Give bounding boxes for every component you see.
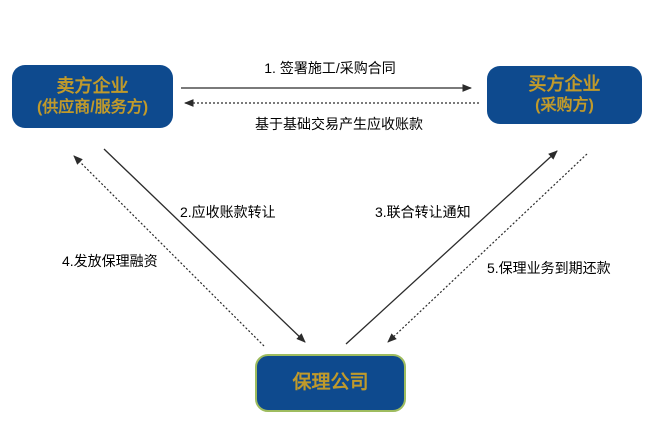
factoring-company-label: 保理公司 (292, 372, 369, 393)
edge-label-receivable-generated: 基于基础交易产生应收账款 (255, 116, 423, 132)
seller-node-subtitle: (供应商/服务方) (36, 98, 149, 116)
edge-label-maturity-repayment: 5.保理业务到期还款 (487, 260, 611, 276)
seller-node: 卖方企业 (供应商/服务方) (12, 65, 173, 128)
edge-label-joint-transfer-notice: 3.联合转让通知 (375, 204, 471, 220)
factoring-company-node: 保理公司 (255, 354, 406, 412)
buyer-node: 买方企业 (采购方) (487, 66, 642, 124)
arrow-receivable-transfer (103, 148, 306, 343)
seller-node-title: 卖方企业 (56, 75, 129, 96)
edge-label-factoring-financing: 4.发放保理融资 (62, 253, 158, 269)
arrow-maturity-repayment (387, 153, 588, 343)
edge-label-sign-contract: 1. 签署施工/采购合同 (264, 60, 396, 76)
buyer-node-title: 买方企业 (528, 74, 601, 94)
arrow-joint-transfer-notice (345, 150, 558, 345)
edge-label-receivable-transfer: 2.应收账款转让 (180, 204, 276, 220)
buyer-node-subtitle: (采购方) (535, 97, 594, 114)
